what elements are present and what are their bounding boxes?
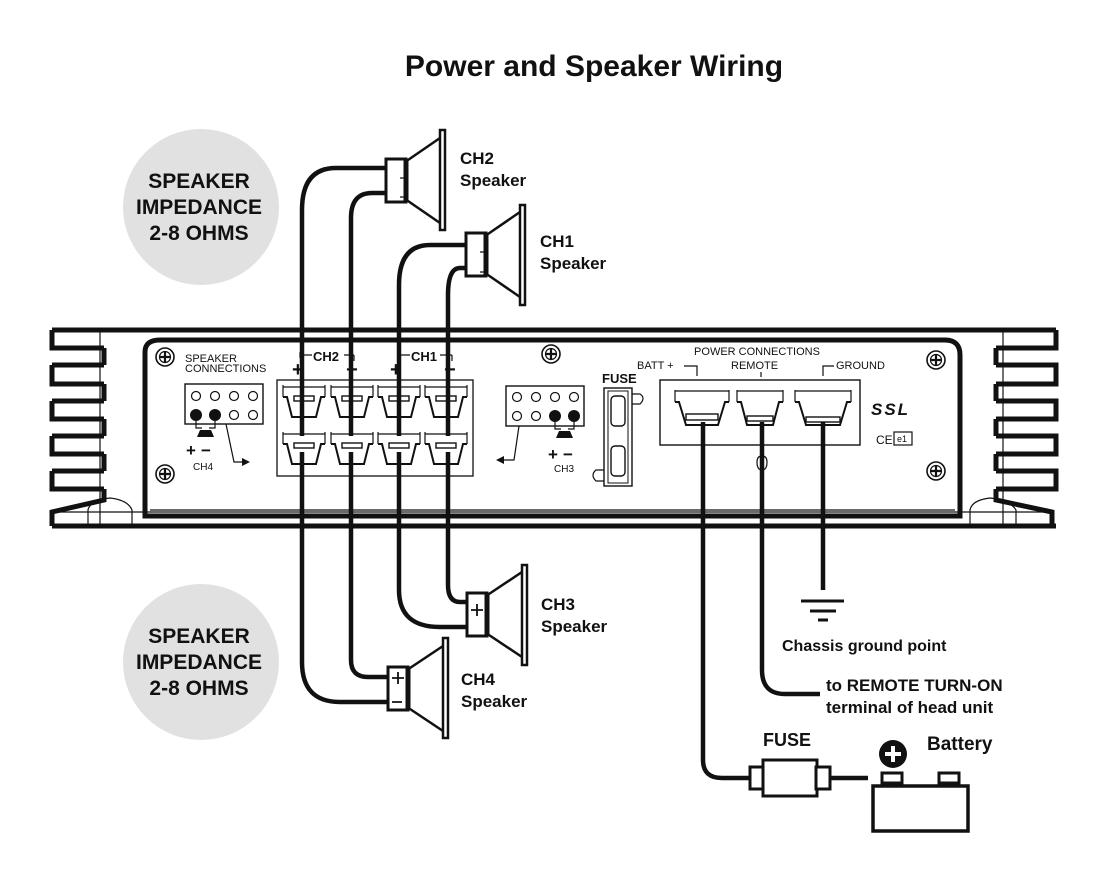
impedance-badge-top: SPEAKER IMPEDANCE 2-8 OHMS [123, 129, 279, 285]
ch4-speaker-icon [386, 636, 450, 740]
ce-mark-icon: CE [876, 433, 893, 447]
inline-fuse-icon [748, 758, 832, 798]
ch4-minus-sign: − [201, 441, 211, 460]
speaker-terminal-block [276, 379, 474, 477]
ch1-wires [396, 242, 467, 436]
speaker-connections-label: SPEAKER [185, 353, 237, 365]
ch3-jumper-label: CH3 [554, 464, 574, 475]
badge-line-1: SPEAKER [148, 170, 250, 193]
screw-icon [154, 463, 176, 485]
e-mark-box [893, 431, 913, 446]
ch4-speaker-name: CH4 [461, 670, 496, 689]
badge-line-2: IMPEDANCE [136, 196, 262, 219]
badge-line-1: SPEAKER [148, 625, 250, 648]
speaker-connections-label: CONNECTIONS [185, 363, 266, 375]
screw-icon [925, 460, 947, 482]
ch3-speaker-name: CH3 [541, 595, 575, 614]
badge-line-2: IMPEDANCE [136, 651, 262, 674]
ch4-plus-sign: + [186, 441, 196, 460]
right-heatsink-icon [996, 327, 1059, 492]
onboard-fuse-icon: FUSE [592, 371, 644, 487]
battery-icon [871, 740, 970, 833]
ch2-wires [299, 165, 386, 436]
badge-line-3: 2-8 OHMS [149, 677, 248, 700]
screw-icon [925, 349, 947, 371]
ground-label: GROUND [836, 360, 885, 372]
ch1-speaker-icon [464, 203, 527, 307]
battery-label: Battery [927, 734, 993, 755]
left-heatsink-icon [49, 327, 104, 492]
impedance-badge-circle [123, 129, 279, 285]
ch2-speaker-icon [384, 128, 447, 232]
ch4-bridge-jumper-block: + − CH4 [184, 383, 264, 473]
ch2-speaker-name: CH2 [460, 149, 494, 168]
ch3-wires [396, 452, 467, 630]
chassis-ground-label: Chassis ground point [782, 638, 947, 655]
onboard-fuse-label: FUSE [602, 371, 637, 386]
screw-icon [540, 343, 562, 365]
remote-label: REMOTE [731, 360, 778, 372]
ch4-speaker-label: Speaker [461, 692, 528, 711]
remote-wire [759, 422, 820, 697]
ch2-speaker-label: Speaker [460, 171, 527, 190]
ch3-bridge-jumper-block: + − CH3 [496, 385, 585, 475]
ch3-plus-sign: + [548, 445, 558, 464]
impedance-badge-circle [123, 584, 279, 740]
ch1-speaker-name: CH1 [540, 232, 574, 251]
ch2-terminal-label: CH2 [313, 349, 339, 364]
brand-logo: SSL [871, 400, 910, 419]
power-connections-label: POWER CONNECTIONS [694, 346, 820, 358]
ch3-speaker-icon [465, 563, 529, 667]
ch3-speaker-label: Speaker [541, 617, 608, 636]
diagram-title: Power and Speaker Wiring [405, 50, 783, 83]
ground-symbol-icon [801, 599, 844, 622]
ch1-terminal-label: CH1 [411, 349, 437, 364]
inline-fuse-label: FUSE [763, 730, 811, 750]
ch2-plus-sign: + [292, 359, 304, 381]
ch1-plus-sign: + [390, 359, 402, 381]
badge-line-3: 2-8 OHMS [149, 222, 248, 245]
screw-icon [154, 346, 176, 368]
remote-turn-on-label: to REMOTE TURN-ON [826, 676, 1003, 695]
e-mark-text: e1 [897, 434, 907, 444]
remote-turn-on-sublabel: terminal of head unit [826, 698, 994, 717]
batt-plus-label: BATT + [637, 360, 674, 372]
ch4-jumper-label: CH4 [193, 462, 213, 473]
ch1-speaker-label: Speaker [540, 254, 607, 273]
battery-power-wire [700, 422, 750, 781]
ch4-wires [299, 452, 392, 705]
impedance-badge-bottom: SPEAKER IMPEDANCE 2-8 OHMS [123, 584, 279, 740]
ch3-minus-sign: − [563, 445, 573, 464]
